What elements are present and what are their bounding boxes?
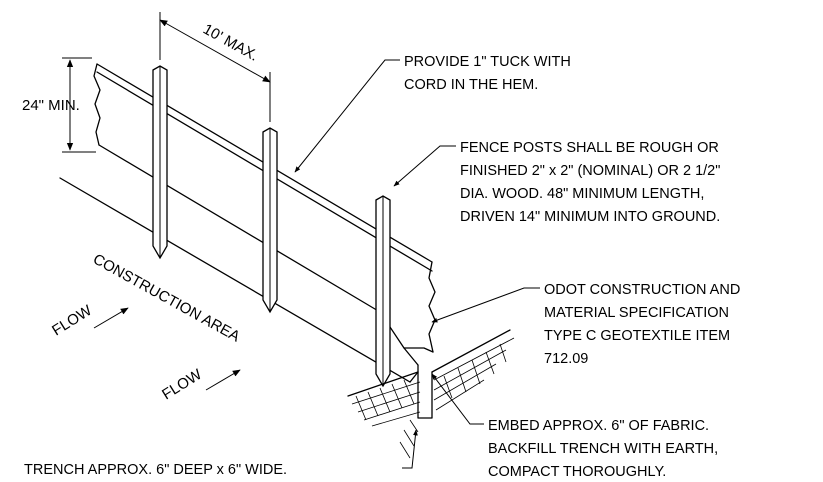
flow-upper-label: FLOW [49, 302, 95, 340]
embed-leader [431, 373, 484, 425]
spacing-label: 10' MAX. [200, 21, 261, 65]
ground-line [59, 177, 411, 383]
ground-hatching [347, 329, 515, 459]
flow-upper: FLOW [49, 302, 129, 340]
fence-post-1 [152, 65, 168, 260]
geotextile-note: ODOT CONSTRUCTION AND MATERIAL SPECIFICA… [544, 282, 744, 367]
fence-post-2 [262, 127, 278, 314]
flow-lower-arrow-icon [205, 369, 241, 391]
construction-area-label: CONSTRUCTION AREA [90, 251, 243, 346]
posts-note: FENCE POSTS SHALL BE ROUGH OR FINISHED 2… [460, 140, 724, 225]
tuck-note: PROVIDE 1" TUCK WITH CORD IN THE HEM. [404, 54, 575, 93]
height-dimension: 24" MIN. [22, 57, 96, 153]
tuck-leader [294, 59, 400, 173]
trench-leader [402, 429, 418, 469]
flow-lower-label: FLOW [159, 366, 205, 404]
embed-note: EMBED APPROX. 6" OF FABRIC. BACKFILL TRE… [488, 418, 722, 480]
flow-lower: FLOW [159, 366, 241, 404]
spacing-dimension: 10' MAX. [159, 12, 271, 122]
geotextile-leader [431, 287, 540, 323]
height-label: 24" MIN. [22, 97, 80, 114]
posts-leader [393, 145, 456, 187]
flow-upper-arrow-icon [93, 307, 129, 329]
fence-post-3 [375, 195, 391, 388]
trench-note: TRENCH APPROX. 6" DEEP x 6" WIDE. [24, 462, 287, 478]
